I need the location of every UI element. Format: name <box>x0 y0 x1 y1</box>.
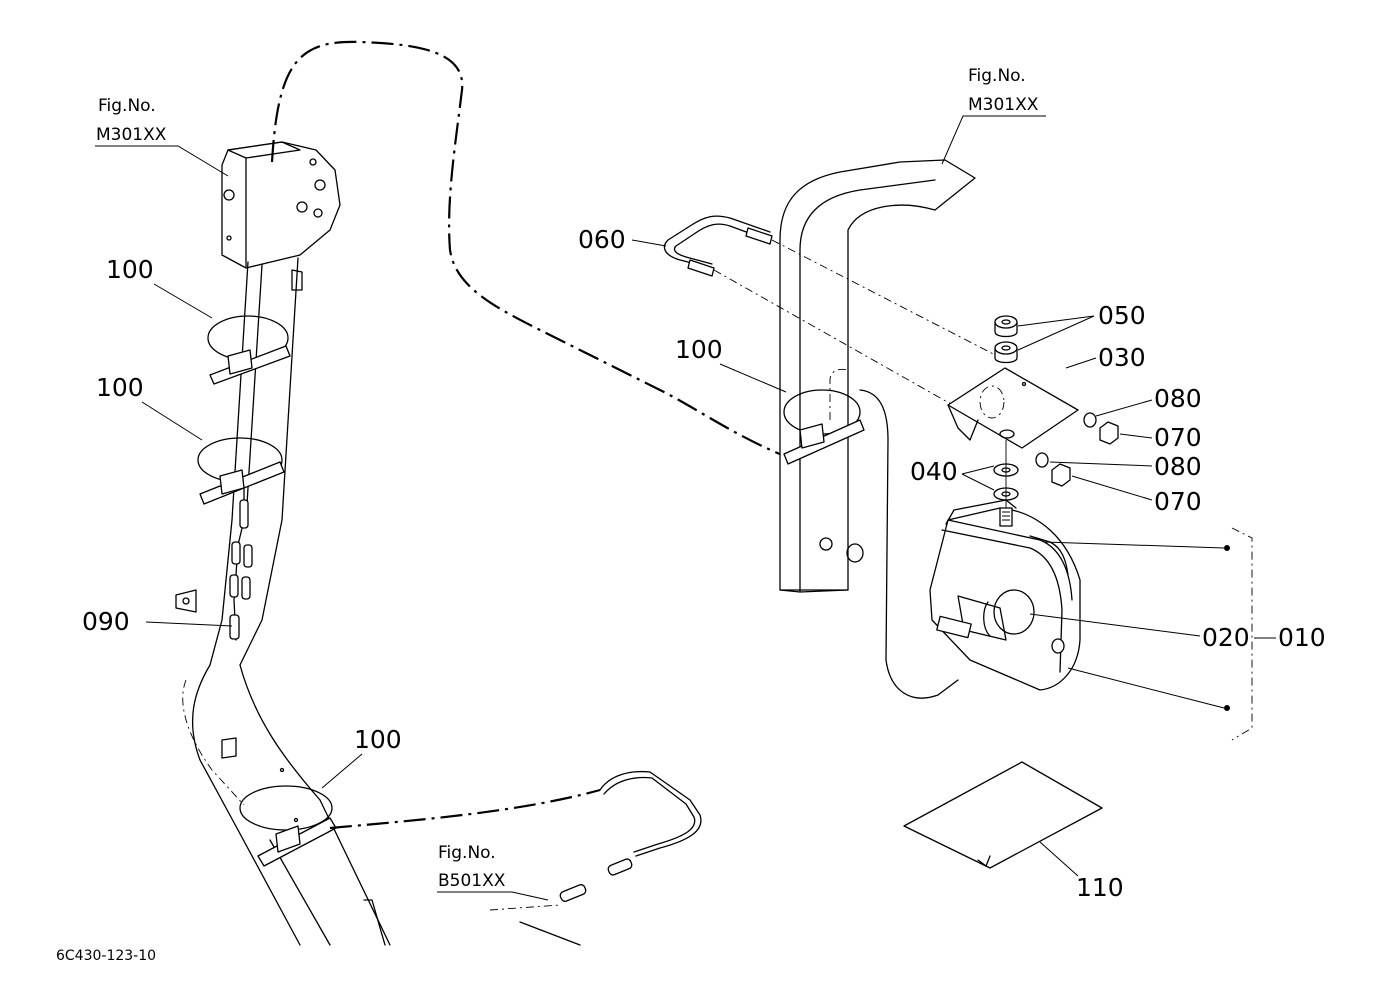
part-label-070-upper[interactable]: 070 <box>1154 423 1202 452</box>
part-label-080-upper[interactable]: 080 <box>1154 384 1202 413</box>
part-label-070-lower[interactable]: 070 <box>1154 487 1202 516</box>
part-label-100-upper[interactable]: 100 <box>106 255 154 284</box>
part-label-010[interactable]: 010 <box>1278 623 1326 652</box>
figref-right-code: M301XX <box>968 95 1039 115</box>
part-label-100-middle[interactable]: 100 <box>96 373 144 402</box>
part-label-090[interactable]: 090 <box>82 607 130 636</box>
diagram-code: 6C430-123-10 <box>56 948 156 964</box>
part-label-110[interactable]: 110 <box>1076 873 1124 902</box>
figref-left-title: Fig.No. <box>98 96 156 116</box>
cable-tie-right <box>783 389 865 465</box>
cable-tie-lower-left <box>239 785 337 867</box>
lower-wire-harness <box>329 770 702 946</box>
figref-bottom-title: Fig.No. <box>438 843 496 863</box>
u-bolt <box>663 215 1006 409</box>
washers <box>993 440 1019 512</box>
part-label-020[interactable]: 020 <box>1202 623 1250 652</box>
part-label-050[interactable]: 050 <box>1098 301 1146 330</box>
decal-sheet <box>903 761 1103 869</box>
figure-reference-bottom: Fig.No. B501XX <box>438 843 506 891</box>
part-label-100-lower[interactable]: 100 <box>354 725 402 754</box>
cable-tie-middle-left <box>197 437 285 505</box>
lock-nuts <box>994 315 1018 364</box>
part-label-100-right[interactable]: 100 <box>675 335 723 364</box>
hex-nuts <box>1051 421 1119 487</box>
figref-bottom-code: B501XX <box>438 871 506 891</box>
figure-reference-right: Fig.No. M301XX <box>968 66 1039 115</box>
lamp-wire <box>859 389 959 699</box>
part-label-080-lower[interactable]: 080 <box>1154 452 1202 481</box>
work-lamp-assembly <box>929 499 1081 691</box>
figref-left-code: M301XX <box>96 125 167 145</box>
part-label-030[interactable]: 030 <box>1098 343 1146 372</box>
part-label-040[interactable]: 040 <box>910 457 958 486</box>
left-wire-harness <box>229 479 253 641</box>
left-rops-post <box>175 141 391 946</box>
figref-right-title: Fig.No. <box>968 66 1026 86</box>
figure-reference-left: Fig.No. M301XX <box>96 96 167 145</box>
right-rops-post <box>779 159 976 593</box>
lamp-wire-route <box>270 40 801 464</box>
part-label-060[interactable]: 060 <box>578 225 626 254</box>
spring-washers <box>1035 412 1097 468</box>
assembly-bracket-010 <box>1224 527 1253 741</box>
lamp-bracket <box>947 367 1079 449</box>
cable-tie-upper-left <box>207 315 291 385</box>
